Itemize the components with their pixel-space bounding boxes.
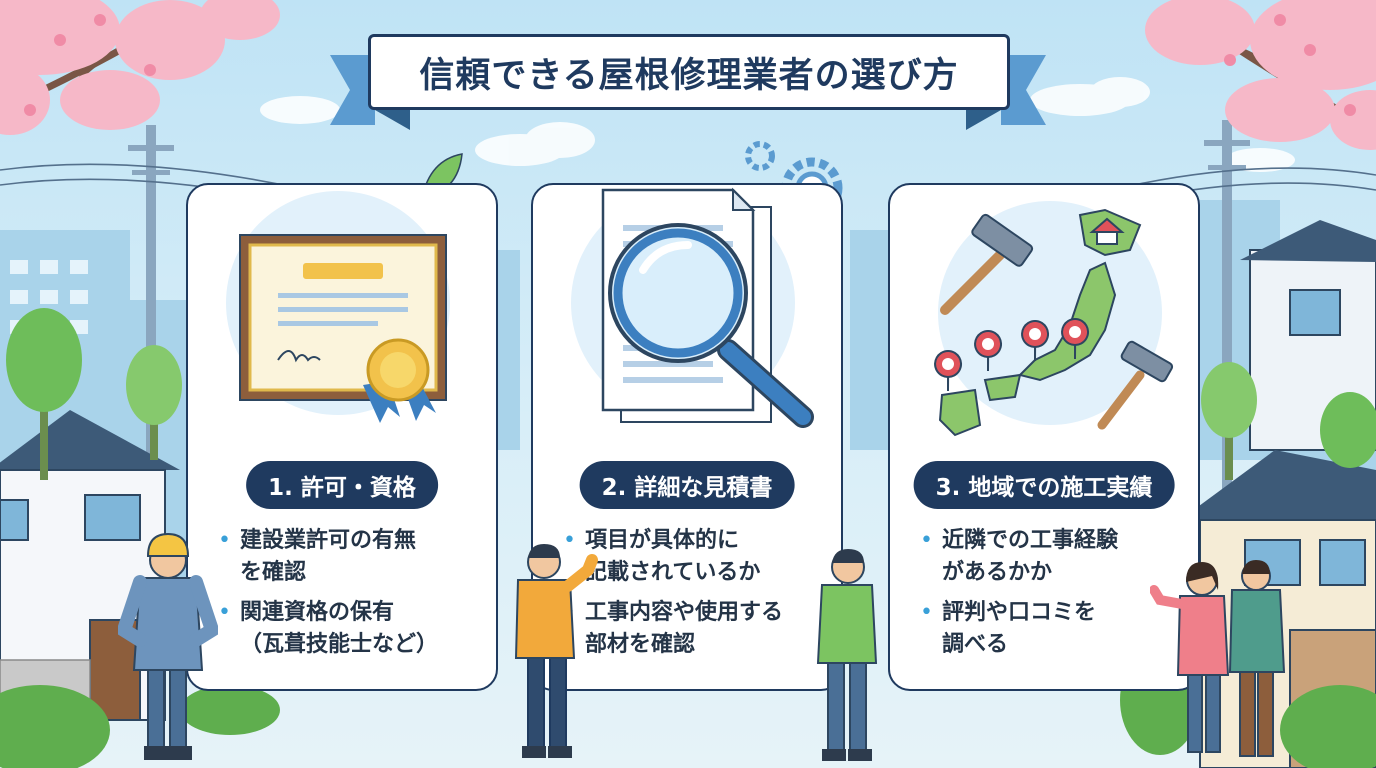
bullet-dot-icon: • bbox=[920, 528, 933, 553]
ribbon-icon bbox=[363, 338, 436, 423]
man-yellow-figure bbox=[514, 544, 598, 758]
bullet-list: •建設業許可の有無 を確認 •関連資格の保有 （瓦葺技能士など） bbox=[218, 525, 490, 669]
bullet-list: •項目が具体的に 記載されているか •工事内容や使用する 部材を確認 bbox=[563, 525, 835, 669]
hammer-icon bbox=[940, 213, 1034, 315]
list-item: •工事内容や使用する 部材を確認 bbox=[563, 597, 835, 661]
cloud-icon bbox=[260, 77, 1295, 172]
card-heading: 2. 詳細な見積書 bbox=[579, 461, 795, 509]
card-heading: 1. 許可・資格 bbox=[246, 461, 438, 509]
list-item: •建設業許可の有無 を確認 bbox=[218, 525, 490, 589]
location-pin-icon bbox=[934, 318, 1090, 392]
house-icon bbox=[1089, 217, 1125, 245]
banner-ribbon bbox=[330, 55, 1046, 130]
bullet-dot-icon: • bbox=[920, 600, 933, 625]
list-item: •項目が具体的に 記載されているか bbox=[563, 525, 835, 589]
document-icon bbox=[571, 187, 814, 428]
worker-figure bbox=[118, 532, 218, 760]
utility-pole-left bbox=[128, 125, 174, 545]
helmet-icon bbox=[146, 532, 190, 557]
certificate-icon bbox=[226, 191, 450, 423]
card-heading: 3. 地域での施工実績 bbox=[913, 461, 1175, 509]
magnifier-icon bbox=[608, 223, 814, 428]
bullet-dot-icon: • bbox=[218, 600, 231, 625]
cherry-blossom-left bbox=[0, 0, 280, 135]
utility-pole-right bbox=[1204, 120, 1250, 540]
bullet-dot-icon: • bbox=[563, 528, 576, 553]
card-estimate: 2. 詳細な見積書 •項目が具体的に 記載されているか •工事内容や使用する 部… bbox=[531, 183, 843, 691]
man-green-figure bbox=[816, 549, 878, 761]
bullet-dot-icon: • bbox=[218, 528, 231, 553]
hammer-icon bbox=[1097, 340, 1174, 430]
card-license: 1. 許可・資格 •建設業許可の有無 を確認 •関連資格の保有 （瓦葺技能士など… bbox=[186, 183, 498, 691]
card-track-record: 3. 地域での施工実績 •近隣での工事経験 があるかか •評判や口コミを 調べる bbox=[888, 183, 1200, 691]
page-title: 信頼できる屋根修理業者の選び方 bbox=[419, 55, 959, 96]
bullet-list: •近隣での工事経験 があるかか •評判や口コミを 調べる bbox=[920, 525, 1192, 669]
gear-icon bbox=[745, 141, 775, 171]
cherry-blossom-right bbox=[1145, 0, 1376, 150]
list-item: •評判や口コミを 調べる bbox=[920, 597, 1192, 661]
list-item: •近隣での工事経験 があるかか bbox=[920, 525, 1192, 589]
title-banner: 信頼できる屋根修理業者の選び方 bbox=[368, 34, 1010, 110]
tree-icon bbox=[6, 308, 1376, 480]
couple-figure bbox=[1150, 560, 1286, 757]
japan-map-icon bbox=[934, 201, 1174, 437]
list-item: •関連資格の保有 （瓦葺技能士など） bbox=[218, 597, 490, 661]
